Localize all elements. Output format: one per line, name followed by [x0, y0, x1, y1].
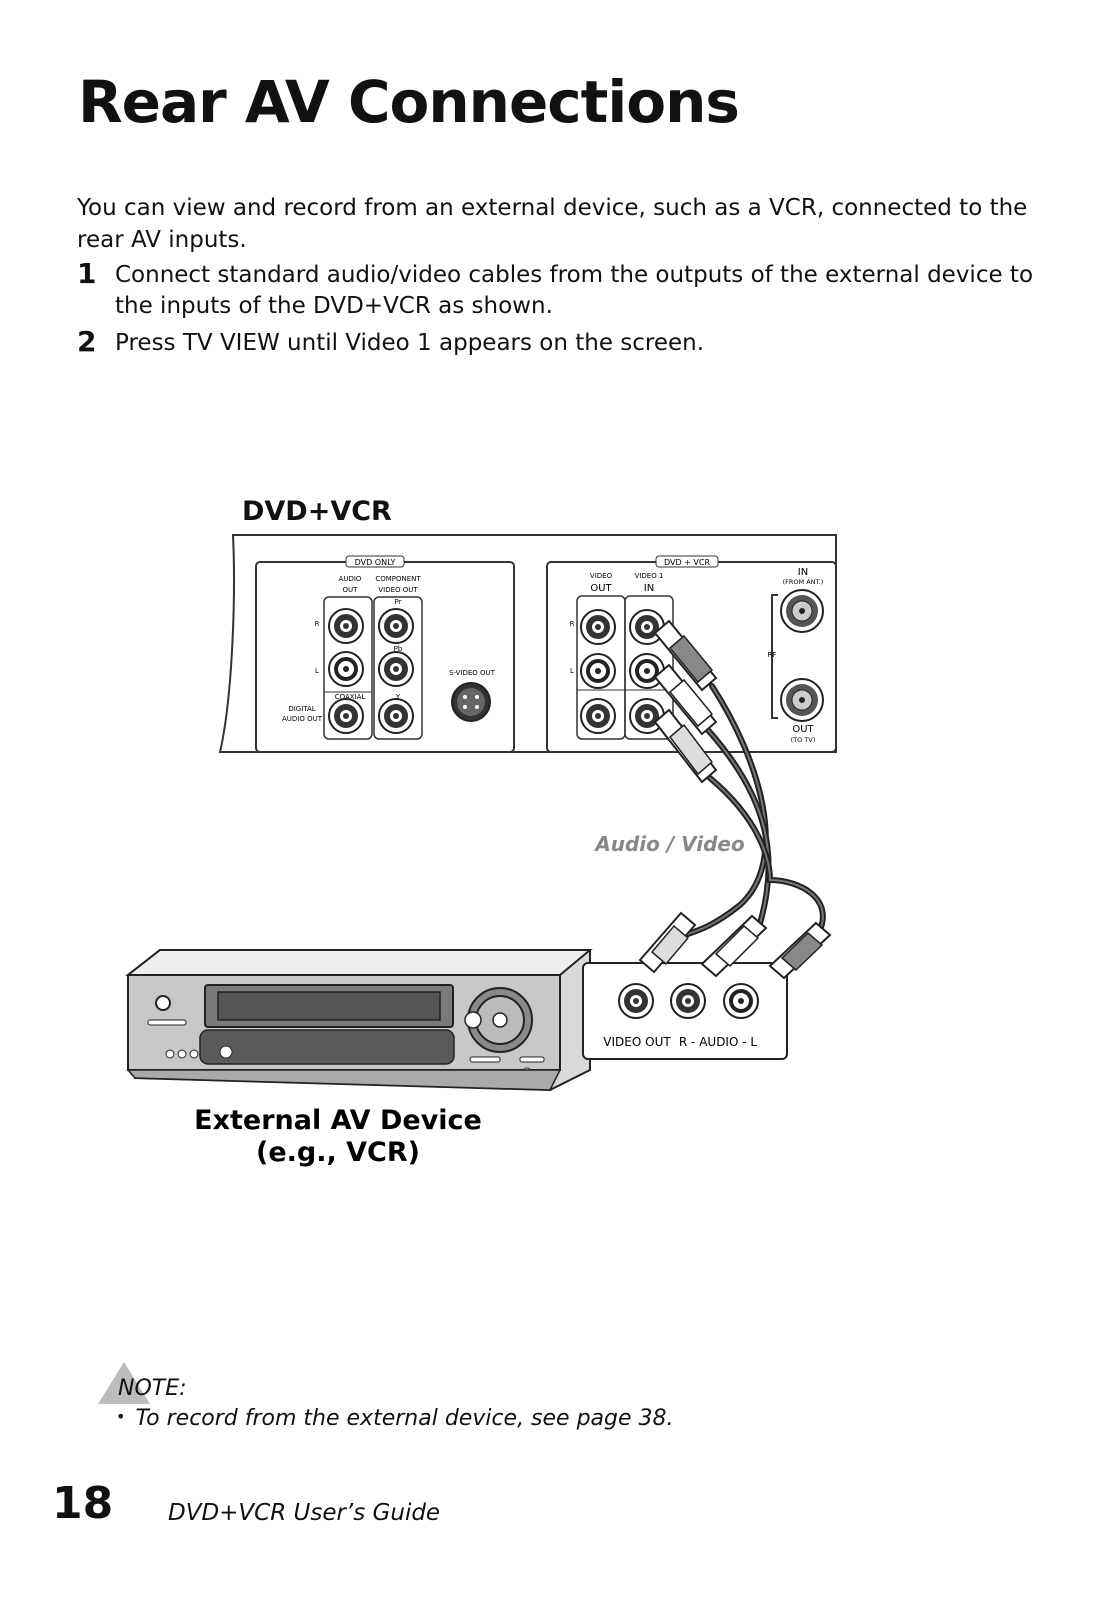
- dvdvcr-label: DVD+VCR: [242, 496, 392, 527]
- step-1: 1 Connect standard audio/video cables fr…: [77, 257, 1037, 322]
- vcr-audio-l-jack: [723, 983, 759, 1019]
- component-label: VIDEO OUT: [378, 586, 418, 594]
- rf-out-sub: (TO TV): [791, 736, 816, 744]
- pr-jack: [378, 608, 414, 644]
- r-label: R: [570, 620, 575, 628]
- note-text: To record from the external device, see …: [135, 1406, 674, 1431]
- rf-in-sub: (FROM ANT.): [783, 578, 824, 586]
- cable-label: Audio / Video: [593, 832, 745, 856]
- coaxial-label: COAXIAL: [335, 693, 366, 701]
- digital-label: AUDIO OUT: [282, 715, 323, 723]
- dvdvcr-tag: DVD + VCR: [664, 558, 711, 567]
- in-label: IN: [644, 583, 654, 594]
- guide-title: DVD+VCR User’s Guide: [168, 1500, 441, 1526]
- step-text: Connect standard audio/video cables from…: [115, 262, 1034, 319]
- y-jack: [378, 698, 414, 734]
- step-number: 1: [77, 257, 97, 290]
- dvd-only-tag: DVD ONLY: [355, 558, 396, 567]
- svideo-jack: [451, 682, 491, 722]
- out-label: OUT: [590, 583, 612, 594]
- audio-out-label: OUT: [343, 586, 359, 594]
- rf-out-jack: [780, 678, 824, 722]
- step-2: 2 Press TV VIEW until Video 1 appears on…: [77, 325, 1037, 359]
- rf-out-label: OUT: [792, 724, 814, 735]
- page-title: Rear AV Connections: [78, 68, 740, 136]
- y-label: Y: [395, 693, 401, 701]
- av-cables: [682, 683, 826, 943]
- bottom-plug-red: [768, 921, 832, 980]
- step-number: 2: [77, 325, 97, 358]
- svideo-label: S-VIDEO OUT: [449, 669, 496, 677]
- vcr-device: [125, 949, 593, 1092]
- rf-label: RF: [768, 651, 777, 659]
- digital-label: DIGITAL: [288, 705, 315, 713]
- audio-out-label: AUDIO: [339, 575, 362, 583]
- rf-in-label: IN: [798, 567, 808, 578]
- rf-in-jack: [780, 589, 824, 633]
- pb-jack: [378, 651, 414, 687]
- vcr-video-out-jack: [618, 983, 654, 1019]
- l-label: L: [570, 667, 574, 675]
- video-label: VIDEO: [590, 572, 613, 580]
- intro-paragraph: You can view and record from an external…: [77, 195, 1028, 253]
- vcr-video-out-label: VIDEO OUT: [603, 1035, 671, 1049]
- vcr-out-l-jack: [580, 653, 616, 689]
- bottom-plug-white: [700, 914, 768, 978]
- bullet-icon: •: [116, 1407, 126, 1426]
- note-item: • To record from the external device, see…: [116, 1406, 674, 1431]
- device-label: External AV Device: [194, 1105, 482, 1136]
- r-label: R: [315, 620, 320, 628]
- page-number: 18: [52, 1478, 114, 1529]
- vcr-out-r-jack: [580, 609, 616, 645]
- top-plug-yellow: [653, 708, 718, 784]
- video1-label: VIDEO 1: [635, 572, 664, 580]
- note-label: NOTE:: [118, 1376, 187, 1401]
- top-plug-white: [653, 663, 718, 736]
- pb-label: Pb: [394, 645, 403, 653]
- note-box: NOTE: • To record from the external devic…: [98, 1362, 798, 1442]
- pr-label: Pr: [395, 598, 402, 606]
- bottom-plug-yellow: [638, 911, 697, 974]
- step-text: Press TV VIEW until Video 1 appears on t…: [115, 330, 705, 356]
- component-label: COMPONENT: [375, 575, 421, 583]
- l-label: L: [315, 667, 319, 675]
- vcr-audio-label: R - AUDIO - L: [679, 1035, 757, 1049]
- audio-out-r-jack: [328, 608, 364, 644]
- device-label: (e.g., VCR): [256, 1137, 420, 1168]
- coaxial-jack: [328, 698, 364, 734]
- vcr-audio-r-jack: [670, 983, 706, 1019]
- vcr-out-video-jack: [580, 698, 616, 734]
- audio-out-l-jack: [328, 651, 364, 687]
- top-plug-red: [653, 619, 718, 692]
- note-icon: [98, 1362, 150, 1404]
